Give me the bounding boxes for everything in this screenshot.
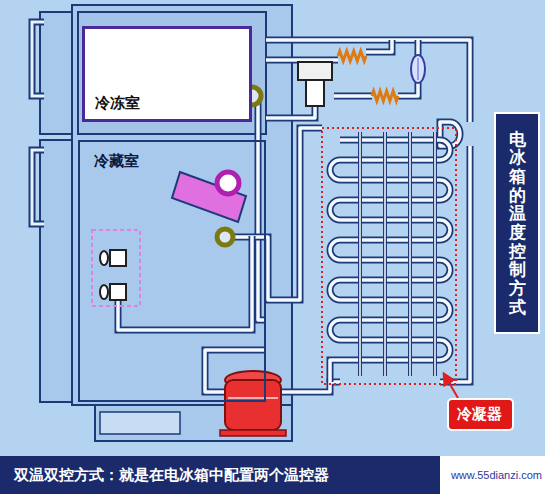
refrigerant-pipe [234,128,322,300]
capillary-spring [338,51,366,61]
refrigerant-pipe [398,82,418,96]
door-handle [32,150,44,224]
pipe-edge [266,40,470,122]
condenser-wire [408,132,412,376]
filter-drier [411,55,425,83]
condenser-label-box: 冷凝器 [447,398,514,431]
thermostat-knob [217,172,239,194]
pipe-edge [398,82,418,96]
watermark-area: www.55dianzi.com [440,456,545,494]
condenser-wire [433,132,437,376]
refrigerant-pipe [416,40,420,56]
pipe-edge [366,40,392,52]
fridge-body [72,5,292,405]
fridge-door [40,140,72,402]
title-text: 电冰箱的温度控制方式 [509,130,526,317]
refrigerant-pipe [366,40,392,52]
pipe-edge [234,128,322,300]
condenser-wire [434,132,436,376]
caption-text: 双温双控方式：就是在电冰箱中配置两个温控器 [14,466,329,485]
node-label: 冷藏室 [94,152,250,171]
title-panel: 电冰箱的温度控制方式 [494,112,540,334]
pipe-edge [330,140,450,382]
fridge-compartment: 冷藏室 [78,140,266,402]
freezer-compartment [78,12,266,134]
caption-banner: 双温双控方式：就是在电冰箱中配置两个温控器 [0,456,440,494]
capillary-spring [372,91,398,101]
node-label: 冷冻室 [95,94,239,113]
door-handle [32,22,44,96]
refrigerant-pipe [282,382,340,392]
compressor-base [220,430,286,436]
condenser-wire [359,132,361,376]
pipe-edge [118,236,252,330]
condenser-wire [409,132,411,376]
door-handle [32,150,44,224]
switch [110,284,126,300]
condenser-wire [358,132,362,376]
pipe-edge [282,382,340,392]
watermark: www.55dianzi.com [451,469,542,481]
leader-arrow [444,374,458,398]
solenoid-valve-body [306,80,324,106]
refrigerant-pipe [334,94,372,98]
node-label: 冷凝器 [457,405,504,424]
refrigerant-pipe [118,236,252,330]
condenser-wire [383,132,387,376]
freezer-door [40,12,72,134]
pipe-edge [415,40,422,56]
fridge-thermostat-bulb [217,229,233,245]
grille [100,412,180,434]
fridge-thermostat [172,172,246,222]
refrigerant-pipe [330,140,450,382]
condenser-outline [322,128,456,384]
pipe-edge [334,93,372,100]
switch [110,250,126,266]
compressor [225,380,281,430]
freezer-evaporator-box: 冷冻室 [82,26,252,122]
door-handle [32,22,44,96]
condenser-wire [384,132,386,376]
refrigerant-pipe [266,40,470,122]
switch-group [92,230,140,306]
solenoid-valve [298,62,332,80]
